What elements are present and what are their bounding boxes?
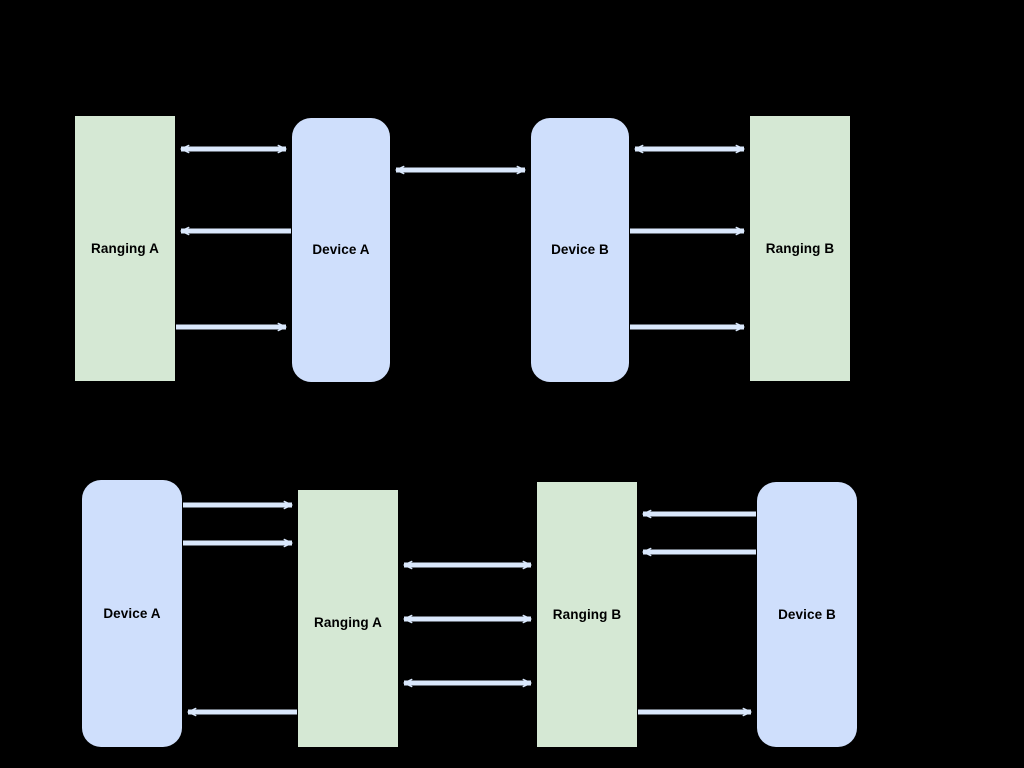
node-top-device-a[interactable]: Device A <box>292 118 390 382</box>
node-label: Ranging B <box>765 240 835 256</box>
node-label: Device B <box>551 242 609 258</box>
node-top-device-b[interactable]: Device B <box>531 118 629 382</box>
node-label: Device A <box>103 605 161 621</box>
node-bot-ranging-a[interactable]: Ranging A <box>298 490 398 747</box>
node-label: Ranging B <box>552 606 622 622</box>
node-label: Ranging A <box>91 240 159 256</box>
node-top-ranging-b[interactable]: Ranging B <box>750 116 850 381</box>
node-bot-ranging-b[interactable]: Ranging B <box>537 482 637 747</box>
node-top-ranging-a[interactable]: Ranging A <box>75 116 175 381</box>
node-label: Ranging A <box>314 614 382 630</box>
node-bot-device-a[interactable]: Device A <box>82 480 182 747</box>
node-label: Device A <box>312 242 370 258</box>
node-bot-device-b[interactable]: Device B <box>757 482 857 747</box>
node-label: Device B <box>778 606 836 622</box>
